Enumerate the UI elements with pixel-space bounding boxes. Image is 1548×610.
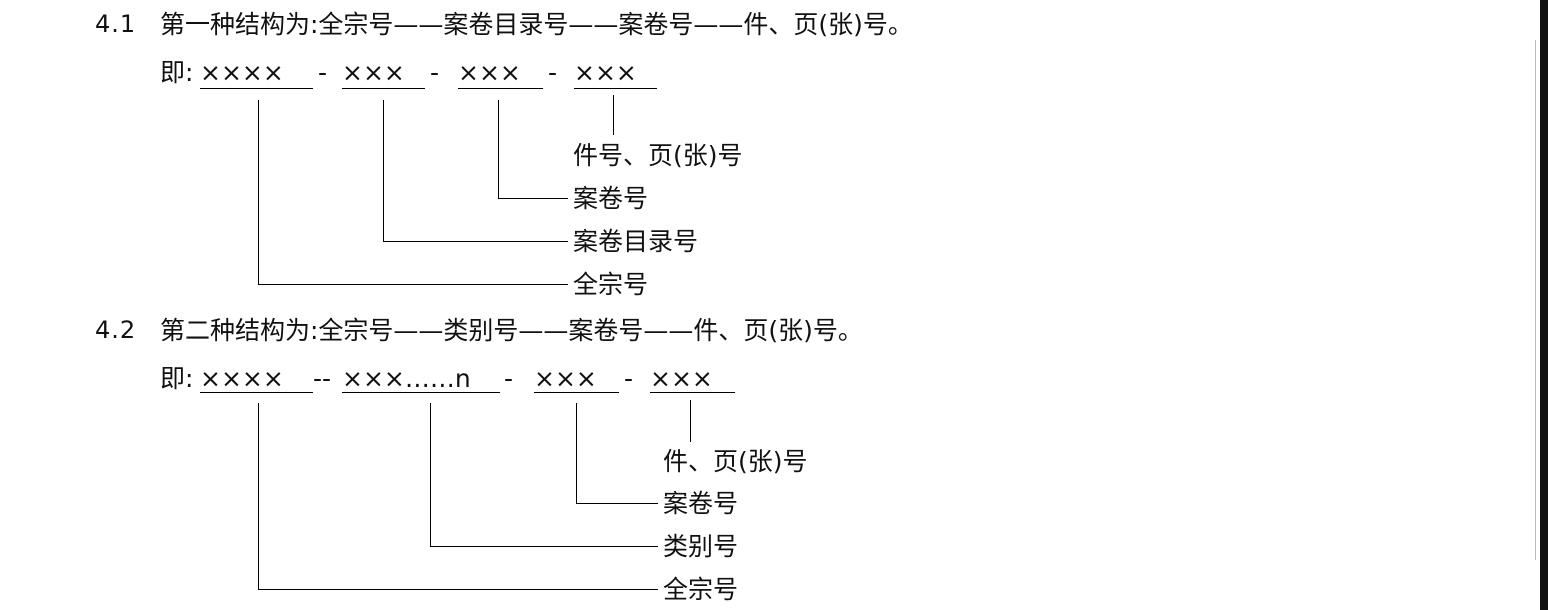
scan-edge-border <box>1540 0 1548 610</box>
section-1-connector-2-horizontal <box>383 241 568 242</box>
section-2-connector-4 <box>690 400 691 442</box>
section-2-connector-1-vertical <box>258 403 259 589</box>
section-2-formula-sep-1: -- <box>313 364 332 393</box>
section-1-connector-1-vertical <box>258 100 259 284</box>
section-2-connector-1-horizontal <box>258 589 658 590</box>
section-2-connector-2-horizontal <box>430 546 658 547</box>
section-1-connector-3-vertical <box>498 100 499 198</box>
section-1-formula-sep-3: - <box>548 58 558 87</box>
section-2-label-item-page: 件、页(张)号 <box>663 447 808 476</box>
section-1-label-fonds-number: 全宗号 <box>573 270 649 299</box>
section-1-label-catalog-number: 案卷目录号 <box>573 227 699 256</box>
section-2-connector-3-vertical <box>576 403 577 503</box>
section-2-label-fonds-number: 全宗号 <box>663 575 739 604</box>
section-1-connector-1-horizontal <box>258 284 568 285</box>
section-1-formula-group-3: ××× <box>458 58 521 87</box>
section-2-connector-3-horizontal <box>576 503 658 504</box>
section-1-underline-1 <box>200 88 313 89</box>
section-2-title: 第二种结构为:全宗号——类别号——案卷号——件、页(张)号。 <box>160 316 863 345</box>
section-1-label-item-page: 件号、页(张)号 <box>573 141 743 170</box>
section-2-formula-sep-2: - <box>504 364 514 393</box>
section-1-formula-group-2: ××× <box>342 58 405 87</box>
section-2-formula-group-3: ××× <box>534 364 597 393</box>
section-1-title: 第一种结构为:全宗号——案卷目录号——案卷号——件、页(张)号。 <box>160 10 913 39</box>
section-1-connector-3-horizontal <box>498 198 568 199</box>
scan-edge-line <box>1535 40 1536 560</box>
section-1-formula-sep-1: - <box>318 58 328 87</box>
section-2-underline-3 <box>534 392 619 393</box>
section-1-formula-prefix: 即: <box>160 58 194 87</box>
section-1-formula-sep-2: - <box>430 58 440 87</box>
section-2-formula-group-1: ×××× <box>200 364 284 393</box>
section-2-underline-2 <box>342 392 500 393</box>
section-2-formula-prefix: 即: <box>160 364 194 393</box>
section-1-formula-group-4: ××× <box>574 58 637 87</box>
section-2-label-category-number: 类别号 <box>663 532 739 561</box>
section-1-underline-3 <box>458 88 543 89</box>
section-1-label-file-number: 案卷号 <box>573 184 649 213</box>
section-1-underline-2 <box>342 88 425 89</box>
section-2-number: 4.2 <box>95 316 137 344</box>
section-2-underline-1 <box>200 392 313 393</box>
section-2-formula-sep-3: - <box>624 364 634 393</box>
section-1-connector-4 <box>613 95 614 135</box>
section-2-formula-group-4: ××× <box>650 364 713 393</box>
section-1-connector-2-vertical <box>383 100 384 241</box>
section-2-underline-4 <box>650 392 735 393</box>
section-1-underline-4 <box>574 88 657 89</box>
section-1-number: 4.1 <box>95 10 137 38</box>
section-2-label-file-number: 案卷号 <box>663 489 739 518</box>
section-2-connector-2-vertical <box>430 403 431 546</box>
section-1-formula-group-1: ×××× <box>200 58 284 87</box>
section-2-formula-group-2: ×××……n <box>342 364 471 393</box>
